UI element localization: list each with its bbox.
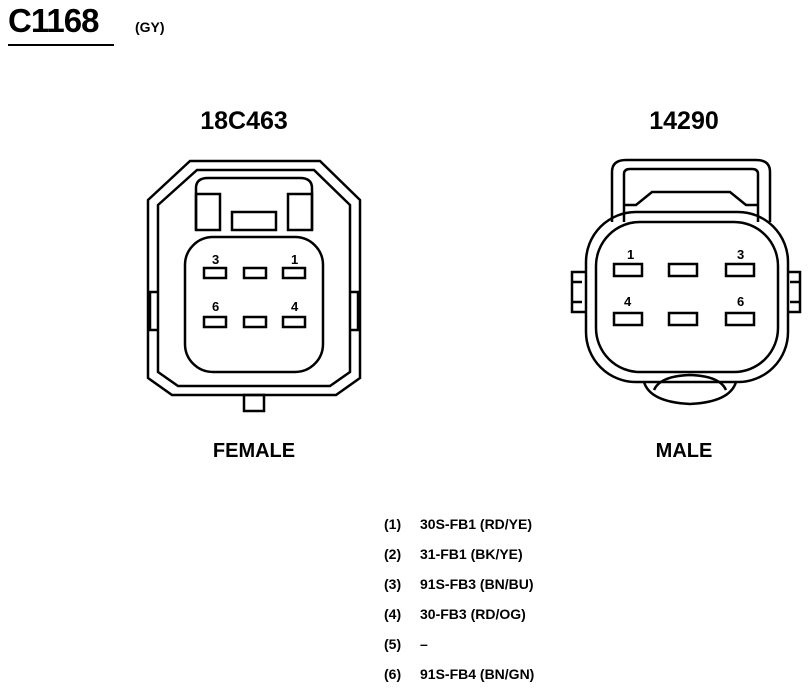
connector-id: C1168 bbox=[8, 2, 99, 39]
pin-number: (4) bbox=[384, 606, 402, 622]
female-pin-label: 3 bbox=[212, 252, 219, 267]
male-latch-loop bbox=[610, 158, 772, 222]
male-shell-inner bbox=[594, 220, 780, 374]
pinout-row: (1) 30S-FB1 (RD/YE) bbox=[384, 514, 534, 544]
pin-number: (6) bbox=[384, 666, 402, 682]
pin-circuit: 31-FB1 (BK/YE) bbox=[420, 546, 523, 562]
male-bottom-bump bbox=[642, 381, 738, 406]
pin-number: (1) bbox=[384, 516, 402, 532]
female-terminal bbox=[202, 266, 228, 280]
male-label: MALE bbox=[655, 440, 713, 462]
male-pin-label: 6 bbox=[737, 294, 744, 309]
female-cavity bbox=[183, 235, 325, 374]
male-terminal bbox=[612, 311, 644, 327]
pinout-row: (5) – bbox=[384, 634, 534, 664]
pin-circuit: 30-FB3 (RD/OG) bbox=[420, 606, 526, 622]
female-latch-right-block bbox=[286, 192, 314, 232]
pin-circuit: 91S-FB4 (BN/GN) bbox=[420, 666, 535, 682]
pinout-list: (1) 30S-FB1 (RD/YE) (2) 31-FB1 (BK/YE) (3)… bbox=[384, 514, 534, 694]
female-label: FEMALE bbox=[212, 440, 296, 462]
pin-circuit: 30S-FB1 (RD/YE) bbox=[420, 516, 533, 532]
female-side-rib-left bbox=[148, 290, 158, 332]
female-part-number: 18C463 bbox=[200, 107, 288, 135]
female-side-rib-right bbox=[350, 290, 360, 332]
male-side-ear-right-rib bbox=[790, 280, 800, 304]
male-terminal bbox=[612, 262, 644, 278]
female-terminal bbox=[242, 266, 268, 280]
male-side-ear-left bbox=[570, 270, 586, 314]
female-terminal bbox=[202, 315, 228, 329]
female-latch bbox=[194, 176, 314, 230]
female-shell-outer bbox=[146, 159, 362, 397]
male-shell-outer bbox=[584, 210, 790, 384]
pin-number: (5) bbox=[384, 636, 402, 652]
pin-number: (2) bbox=[384, 546, 402, 562]
male-terminal bbox=[724, 311, 756, 327]
male-keyway bbox=[652, 373, 728, 391]
female-pin-label: 1 bbox=[291, 252, 298, 267]
pin-number: (3) bbox=[384, 576, 402, 592]
pinout-row: (2) 31-FB1 (BK/YE) bbox=[384, 544, 534, 574]
female-latch-center-tab bbox=[230, 210, 278, 232]
female-pin-label: 6 bbox=[212, 299, 219, 314]
pinout-row: (3) 91S-FB3 (BN/BU) bbox=[384, 574, 534, 604]
connector-id-underline bbox=[8, 44, 114, 46]
male-pin-label: 1 bbox=[627, 247, 634, 262]
pinout-row: (4) 30-FB3 (RD/OG) bbox=[384, 604, 534, 634]
male-pin-label: 4 bbox=[624, 294, 632, 309]
female-terminal bbox=[281, 315, 307, 329]
connector-color: (GY) bbox=[135, 19, 165, 35]
male-pin-label: 3 bbox=[737, 247, 744, 262]
male-terminal bbox=[667, 311, 699, 327]
female-terminal bbox=[281, 266, 307, 280]
male-side-ear-right bbox=[788, 270, 802, 314]
male-terminal bbox=[724, 262, 756, 278]
male-latch-loop-inner bbox=[622, 167, 760, 222]
female-terminal bbox=[242, 315, 268, 329]
male-part-number: 14290 bbox=[649, 107, 719, 135]
pin-circuit: – bbox=[420, 636, 428, 652]
male-latch-notch bbox=[624, 190, 758, 207]
female-latch-left-block bbox=[194, 192, 222, 232]
male-terminal bbox=[667, 262, 699, 278]
pin-circuit: 91S-FB3 (BN/BU) bbox=[420, 576, 534, 592]
female-bottom-tab bbox=[242, 393, 266, 413]
female-pin-label: 4 bbox=[291, 299, 299, 314]
female-shell-inner bbox=[156, 168, 352, 388]
pinout-row: (6) 91S-FB4 (BN/GN) bbox=[384, 664, 534, 694]
male-side-ear-left-rib bbox=[572, 280, 582, 304]
